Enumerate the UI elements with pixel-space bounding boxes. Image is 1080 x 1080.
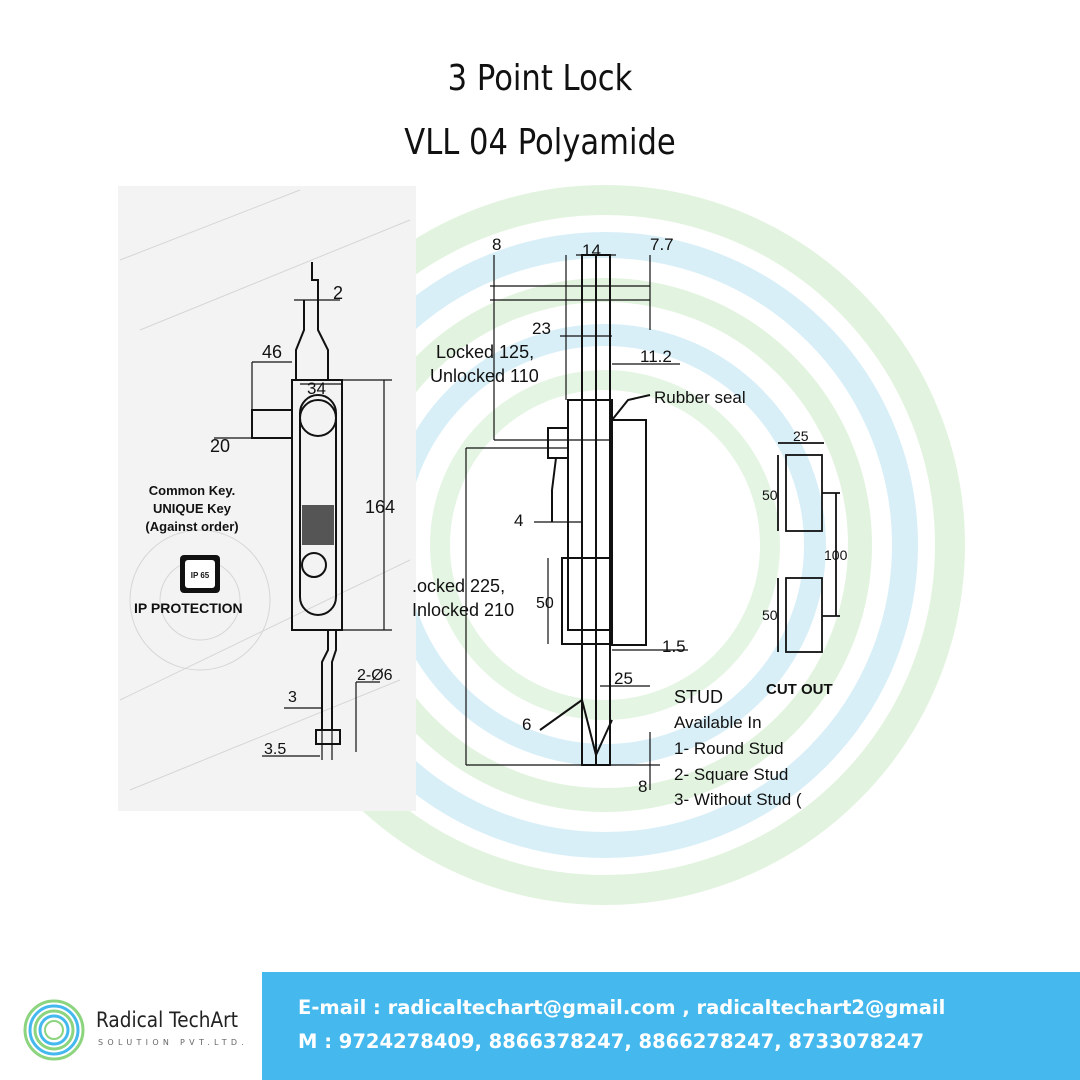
cutout-label: CUT OUT [766, 681, 833, 698]
left-view-dimension-lines [214, 299, 392, 760]
cutout-dim-100: 100 [824, 547, 848, 563]
dim-20: 20 [210, 436, 230, 456]
brand-logo: Radical TechArt SOLUTION PVT.LTD. [12, 990, 252, 1070]
stud-option-3: 3- Without Stud ( [674, 790, 802, 809]
left-view-backdrop [118, 186, 416, 811]
page-subtitle: VLL 04 Polyamide [404, 122, 676, 163]
unlocked-210-label: Inlocked 210 [412, 600, 514, 620]
dim-34: 34 [307, 379, 326, 398]
logo-rings-icon [23, 999, 85, 1061]
cutout-dim-50-top: 50 [762, 487, 778, 503]
dim-3: 3 [288, 689, 297, 706]
key-note-2: UNIQUE Key [153, 501, 232, 516]
cutout-dim-25: 25 [793, 428, 809, 444]
ip-icon-text: IP 65 [191, 571, 210, 580]
dim-8-top: 8 [492, 235, 501, 254]
dim-46: 46 [262, 342, 282, 362]
dim-3-5: 3.5 [264, 741, 286, 758]
dim-14: 14 [582, 241, 601, 260]
left-view-lock [251, 262, 343, 745]
locked-125-label: Locked 125, [436, 342, 534, 362]
dim-11-2: 11.2 [640, 347, 672, 366]
cutout-drawing [777, 442, 840, 653]
side-view-lock [539, 254, 651, 766]
dim-4: 4 [514, 511, 523, 530]
cutout-dim-50-bottom: 50 [762, 607, 778, 623]
dim-50-side: 50 [536, 595, 554, 612]
stud-title: STUD [674, 687, 723, 707]
dim-2-d6: 2-Ø6 [357, 667, 393, 684]
side-view-dimension-lines [465, 254, 688, 790]
stud-option-2: 2- Square Stud [674, 765, 788, 784]
brand-subtitle: SOLUTION PVT.LTD. [98, 1038, 249, 1047]
locked-225-label: .ocked 225, [412, 576, 505, 596]
dim-7-7: 7.7 [650, 235, 674, 254]
ip-protection-label: IP PROTECTION [134, 600, 243, 616]
key-note-1: Common Key. [149, 483, 235, 498]
stud-available: Available In [674, 713, 762, 732]
dim-8-bottom: 8 [638, 777, 647, 796]
dim-2: 2 [333, 283, 343, 303]
contact-mobile[interactable]: M : 9724278409, 8866378247, 8866278247, … [298, 1030, 925, 1053]
key-note-3: (Against order) [145, 519, 238, 534]
rubber-seal-label: Rubber seal [654, 388, 746, 407]
brand-name: Radical TechArt [96, 1008, 238, 1032]
dim-6: 6 [522, 715, 531, 734]
unlocked-110-label: Unlocked 110 [430, 366, 539, 386]
dim-23: 23 [532, 319, 551, 338]
dim-25-side: 25 [614, 669, 633, 688]
stud-option-1: 1- Round Stud [674, 739, 784, 758]
contact-email[interactable]: E-mail : radicaltechart@gmail.com , radi… [298, 996, 946, 1019]
page-title: 3 Point Lock [447, 58, 633, 99]
dim-164: 164 [365, 497, 395, 517]
contact-bar: E-mail : radicaltechart@gmail.com , radi… [262, 972, 1080, 1080]
dim-1-5: 1.5 [662, 637, 686, 656]
